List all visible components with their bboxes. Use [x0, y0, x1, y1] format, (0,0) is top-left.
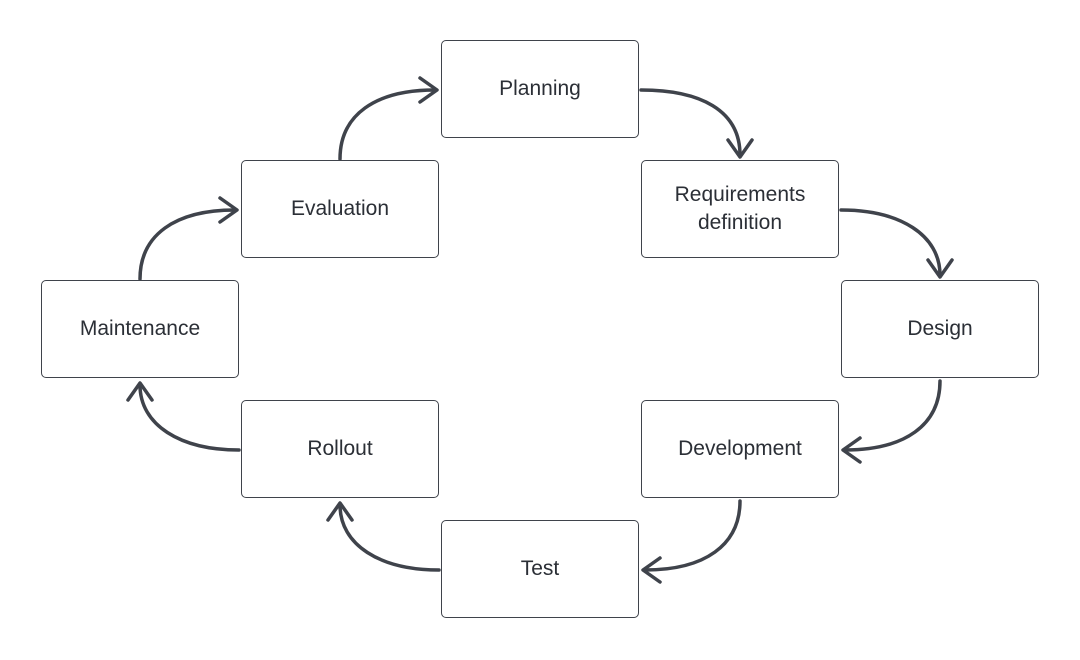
node-label-design: Design [907, 317, 973, 340]
arrow-evaluation-to-planning [338, 76, 439, 161]
node-evaluation[interactable]: Evaluation [241, 160, 439, 258]
arrow-design-to-development [841, 379, 942, 464]
arrow-planning-to-requirements [639, 88, 754, 159]
arrow-requirements-to-design [839, 208, 954, 279]
node-design[interactable]: Design [841, 280, 1039, 378]
node-label-maintenance: Maintenance [79, 317, 201, 340]
node-rollout[interactable]: Rollout [241, 400, 439, 498]
node-requirements-definition[interactable]: Requirements definition [641, 160, 839, 258]
node-label-evaluation: Evaluation [290, 197, 390, 220]
node-label-planning: Planning [499, 77, 581, 100]
arrow-development-to-test [641, 499, 742, 584]
node-label-requirements-definition: Requirements definition [674, 183, 806, 234]
node-development[interactable]: Development [641, 400, 839, 498]
node-label-test: Test [520, 557, 560, 580]
node-test[interactable]: Test [441, 520, 639, 618]
arrow-maintenance-to-evaluation [138, 196, 239, 281]
node-maintenance[interactable]: Maintenance [41, 280, 239, 378]
node-planning[interactable]: Planning [441, 40, 639, 138]
node-label-rollout: Rollout [307, 437, 373, 460]
node-label-development: Development [678, 437, 802, 460]
arrow-test-to-rollout [326, 501, 441, 572]
arrow-rollout-to-maintenance [126, 381, 241, 452]
